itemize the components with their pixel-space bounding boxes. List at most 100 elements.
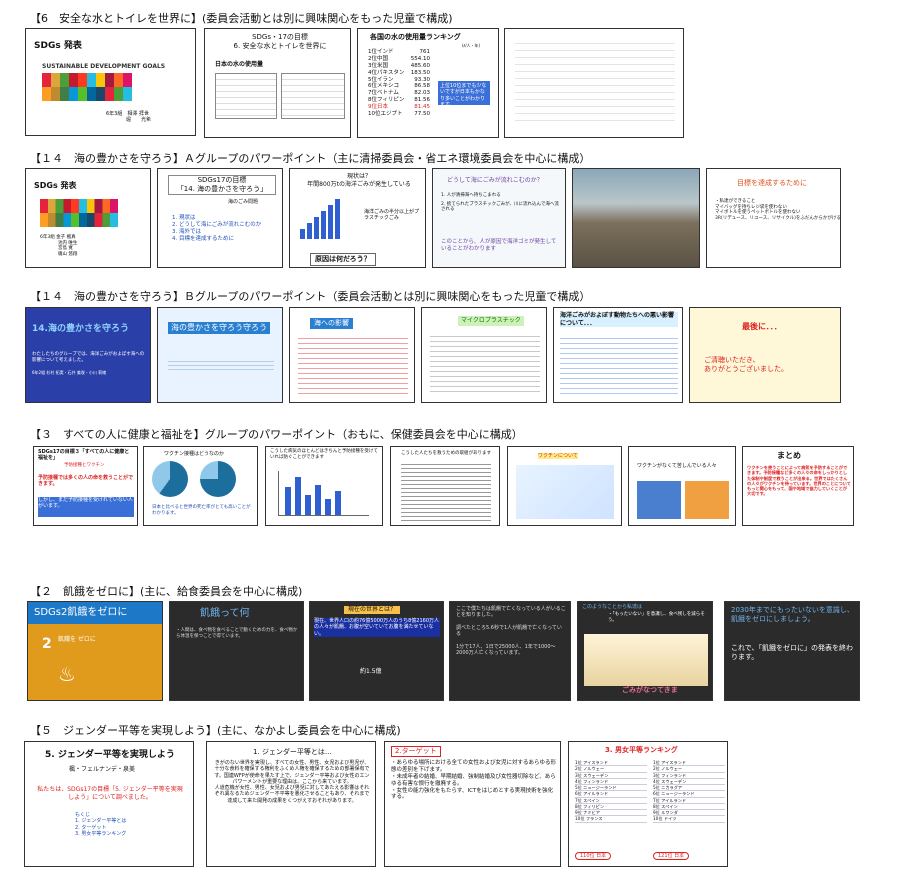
slide-body: 予防接種では多くの人の命を救うことができます。 [38,475,134,488]
slide-sea-a-status: 現状は？ 年間800万tの海洋ごみが発生している 海洋ごみの半分以上がプラスチッ… [289,168,426,268]
sdgs-icon-strip [40,199,118,213]
slide-sea-a-title: SDGs 発表 6年3組 金子 楓真 池内 唯生 宮島 寛 磯山 悠翔 [25,168,151,268]
ranking-label: 8位フィリピン [368,97,405,104]
slide-body: 私たちは、SDGs17の目標「5. ジェンダー平等を実現しよう」について調べまし… [37,786,183,801]
list-item: 8位 スペイン [653,804,725,810]
ranking-label: 9位日本 [368,104,388,110]
slide-health-title: SDGs17の目標３「すべての人に健康と福祉を」 予防接種とワクチン 予防接種で… [33,446,138,526]
list-item: 3位 フィンランド [653,773,725,779]
slide-note: 日本と比べると世界の死亡率がとても高いことがわかります。 [152,505,251,516]
chart-bars [298,199,358,239]
slide-hunger-end: 2030年までにもったいないを意識し、飢餓をゼロにしましょう。 これで、「飢餓を… [724,601,860,701]
presenter-names: 6年2組 杉村 拓実・石井 美咲・小川 莉緒 [32,370,107,375]
slide-body: 現在、世界人口の約76億5000万人のうち8億2160万人の人々が飢餓、お腹が空… [314,618,440,637]
slide-title: どうして海にごみが流れこむのか？ [447,177,543,184]
slide-health-summary: まとめ ワクチンを使うことによって病気を予防することができます。予防接種など多く… [742,446,854,526]
slide-sea-b-animals: 海洋ごみがおよぼす動物たちへの悪い影響について．．． [553,307,683,403]
slide-title: 1. ジェンダー平等とは... [253,748,332,756]
list-item: 6位 ニュージーランド [653,791,725,798]
slide-title: 2.ターゲット [391,746,441,757]
ranking-label: 3位米国 [368,62,388,69]
slide-water-title: SDGs 発表 SUSTAINABLE DEVELOPMENT GOALS 6年… [25,28,196,136]
slide-hunger-action: このようなことから私達は ・「もったいない」を意識し、食べ残しを減らそう。 ごみ… [577,601,713,701]
ranking-label: 7位ベトナム [368,90,399,97]
toc: もくじ 1. ジェンダー平等とは 2. ターゲット 3. 男女平等ランキング [75,812,127,837]
slide-title: SDGs 発表 [34,181,77,190]
text-block [430,332,540,394]
section-heading-gender: 【５ ジェンダー平等を実現しよう】(主に、なかよし委員会を中心に構成) [30,724,401,737]
slide-title: 目標を達成するために [737,179,807,187]
slide-body: ・人間は、食べ物を食べることで動くための力を、食べ物から体温を保つことで得ていま… [176,628,298,639]
data-table [401,461,491,521]
presenter-names: 楓・フェルナンデ・泉美 [69,766,136,773]
slide-hunger-what: 飢餓って何 ・人間は、食べ物を食べることで動くための力を、食べ物から体温を保つこ… [169,601,304,701]
presenter-names: 6年3組 相澤 拝世 堀 光希 [106,111,152,124]
list-item: 2. どうして海にごみが流れこむのか [172,221,262,228]
sdgs-icon-strip-2 [42,87,132,101]
slide-end: これで、「飢餓をゼロに」の発表を終わります。 [731,644,854,661]
list-item: 1. 人が清掃海へ持ちこまれる [441,193,501,198]
slide-body: ・あらゆる場所における全ての女性および女児に対するあらゆる形態の差別を下げます。… [391,760,557,801]
summary-body: ワクチンを使うことによって病気を予防することができます。予防接種など多くの人々の… [747,465,851,497]
list-item: 7位 スペイン [575,798,647,804]
slide-title: まとめ [777,451,801,460]
slide-title: このようなことから私達は [582,604,643,610]
ranking-unit: (ℓ/人・年) [462,43,481,48]
ranking-label: 1位インド [368,49,394,55]
slide-gender-title: 5. ジェンダー平等を実現しよう 楓・フェルナンデ・泉美 私たちは、SDGs17… [24,741,194,867]
slide-title: 5. ジェンダー平等を実現しよう [45,750,175,760]
slide-title: こうした人たちを救うための取組があります [401,451,491,456]
ranking-label: 4位パキスタン [368,69,405,76]
list-item: 4位 スウェーデン [653,779,725,785]
text-block [298,334,408,394]
slide-title: SDGs 発表 [34,41,82,51]
list-item: 1位 アイスランド [575,760,647,767]
goal-number: 2 [42,636,52,652]
usage-table [215,73,277,119]
ranking-label: 10位エジプト [368,110,403,117]
slide-sea-b-title: 14.海の豊かさを守ろう わたしたちのグループでは、海洋ごみがおよぼす海への影響… [25,307,151,403]
ranking-value: 81.45 [414,104,430,110]
slide-sea-b-intro: 海の豊かさを守ろう守ろう [157,307,283,403]
slide-sea-b-microplastic: マイクロプラスチック [421,307,547,403]
list-item: 3. 海外では [172,228,201,235]
list-item: 9位 ルワンダ [653,810,725,817]
list-item: 8位 フィリピン [575,804,647,810]
slide-body: 2030年までにもったいないを意識し、飢餓をゼロにしましょう。 [731,606,854,623]
section-heading-health: 【３ すべての人に健康と福祉を】グループのパワーポイント（おもに、保健委員会を中… [30,428,523,441]
ranking-value: 761 [419,49,431,55]
slide-subtitle: 海のごみ問題 [228,199,259,205]
presenter-names: 6年3組 金子 楓真 池内 唯生 宮島 寛 磯山 悠翔 [40,235,78,257]
slide-hunger-title: SDGs2飢餓をゼロに 2 飢餓を ゼロに ♨ [27,601,163,701]
text-block [515,37,675,127]
section-heading-hunger: 【２ 飢餓をゼロに】(主に、給食委員会を中心に構成) [30,585,303,598]
list-item: 2位 ノルウェー [653,766,725,773]
slide-body: きがのない世界を実現し、すべての女性、男性、女児および男児が、十分な食料を確保す… [214,760,370,804]
pie-chart-2 [200,461,236,497]
slide-title: 海洋ごみがおよぼす動物たちへの悪い影響について．．． [560,312,678,327]
ranking-value: 86.58 [414,83,430,90]
list-item: 5位 ニュージーランド [575,785,647,792]
sdgs-icon-strip-2 [40,213,118,227]
list-item: 5位 ニカラグア [653,785,725,792]
slide-health-about: ワクチンについて [507,446,622,526]
list-item: 7位 アイルランド [653,798,725,804]
slide-title: ワクチンについて [538,453,578,460]
ranking-label: 2位中国 [368,55,388,62]
sdgs-icon-strip [42,73,132,87]
slide-sea-b-impact: 海への影響 [289,307,415,403]
list-item: 6位 アイルランド [575,791,647,798]
list-item: 2. 捨てられたプラスチックごみが、川に流れ込んで海へ流される [441,201,559,213]
slide-sea-b-end: 最後に．．． ご清聴いただき、 ありがとうございました。 [689,307,841,403]
slide-hunger-deaths: ここで僕たちは飢餓で亡くなっている人がいることを知りました。 調べたところ5.6… [449,601,571,701]
slide-title: 現在の世界とは？ [344,606,401,614]
